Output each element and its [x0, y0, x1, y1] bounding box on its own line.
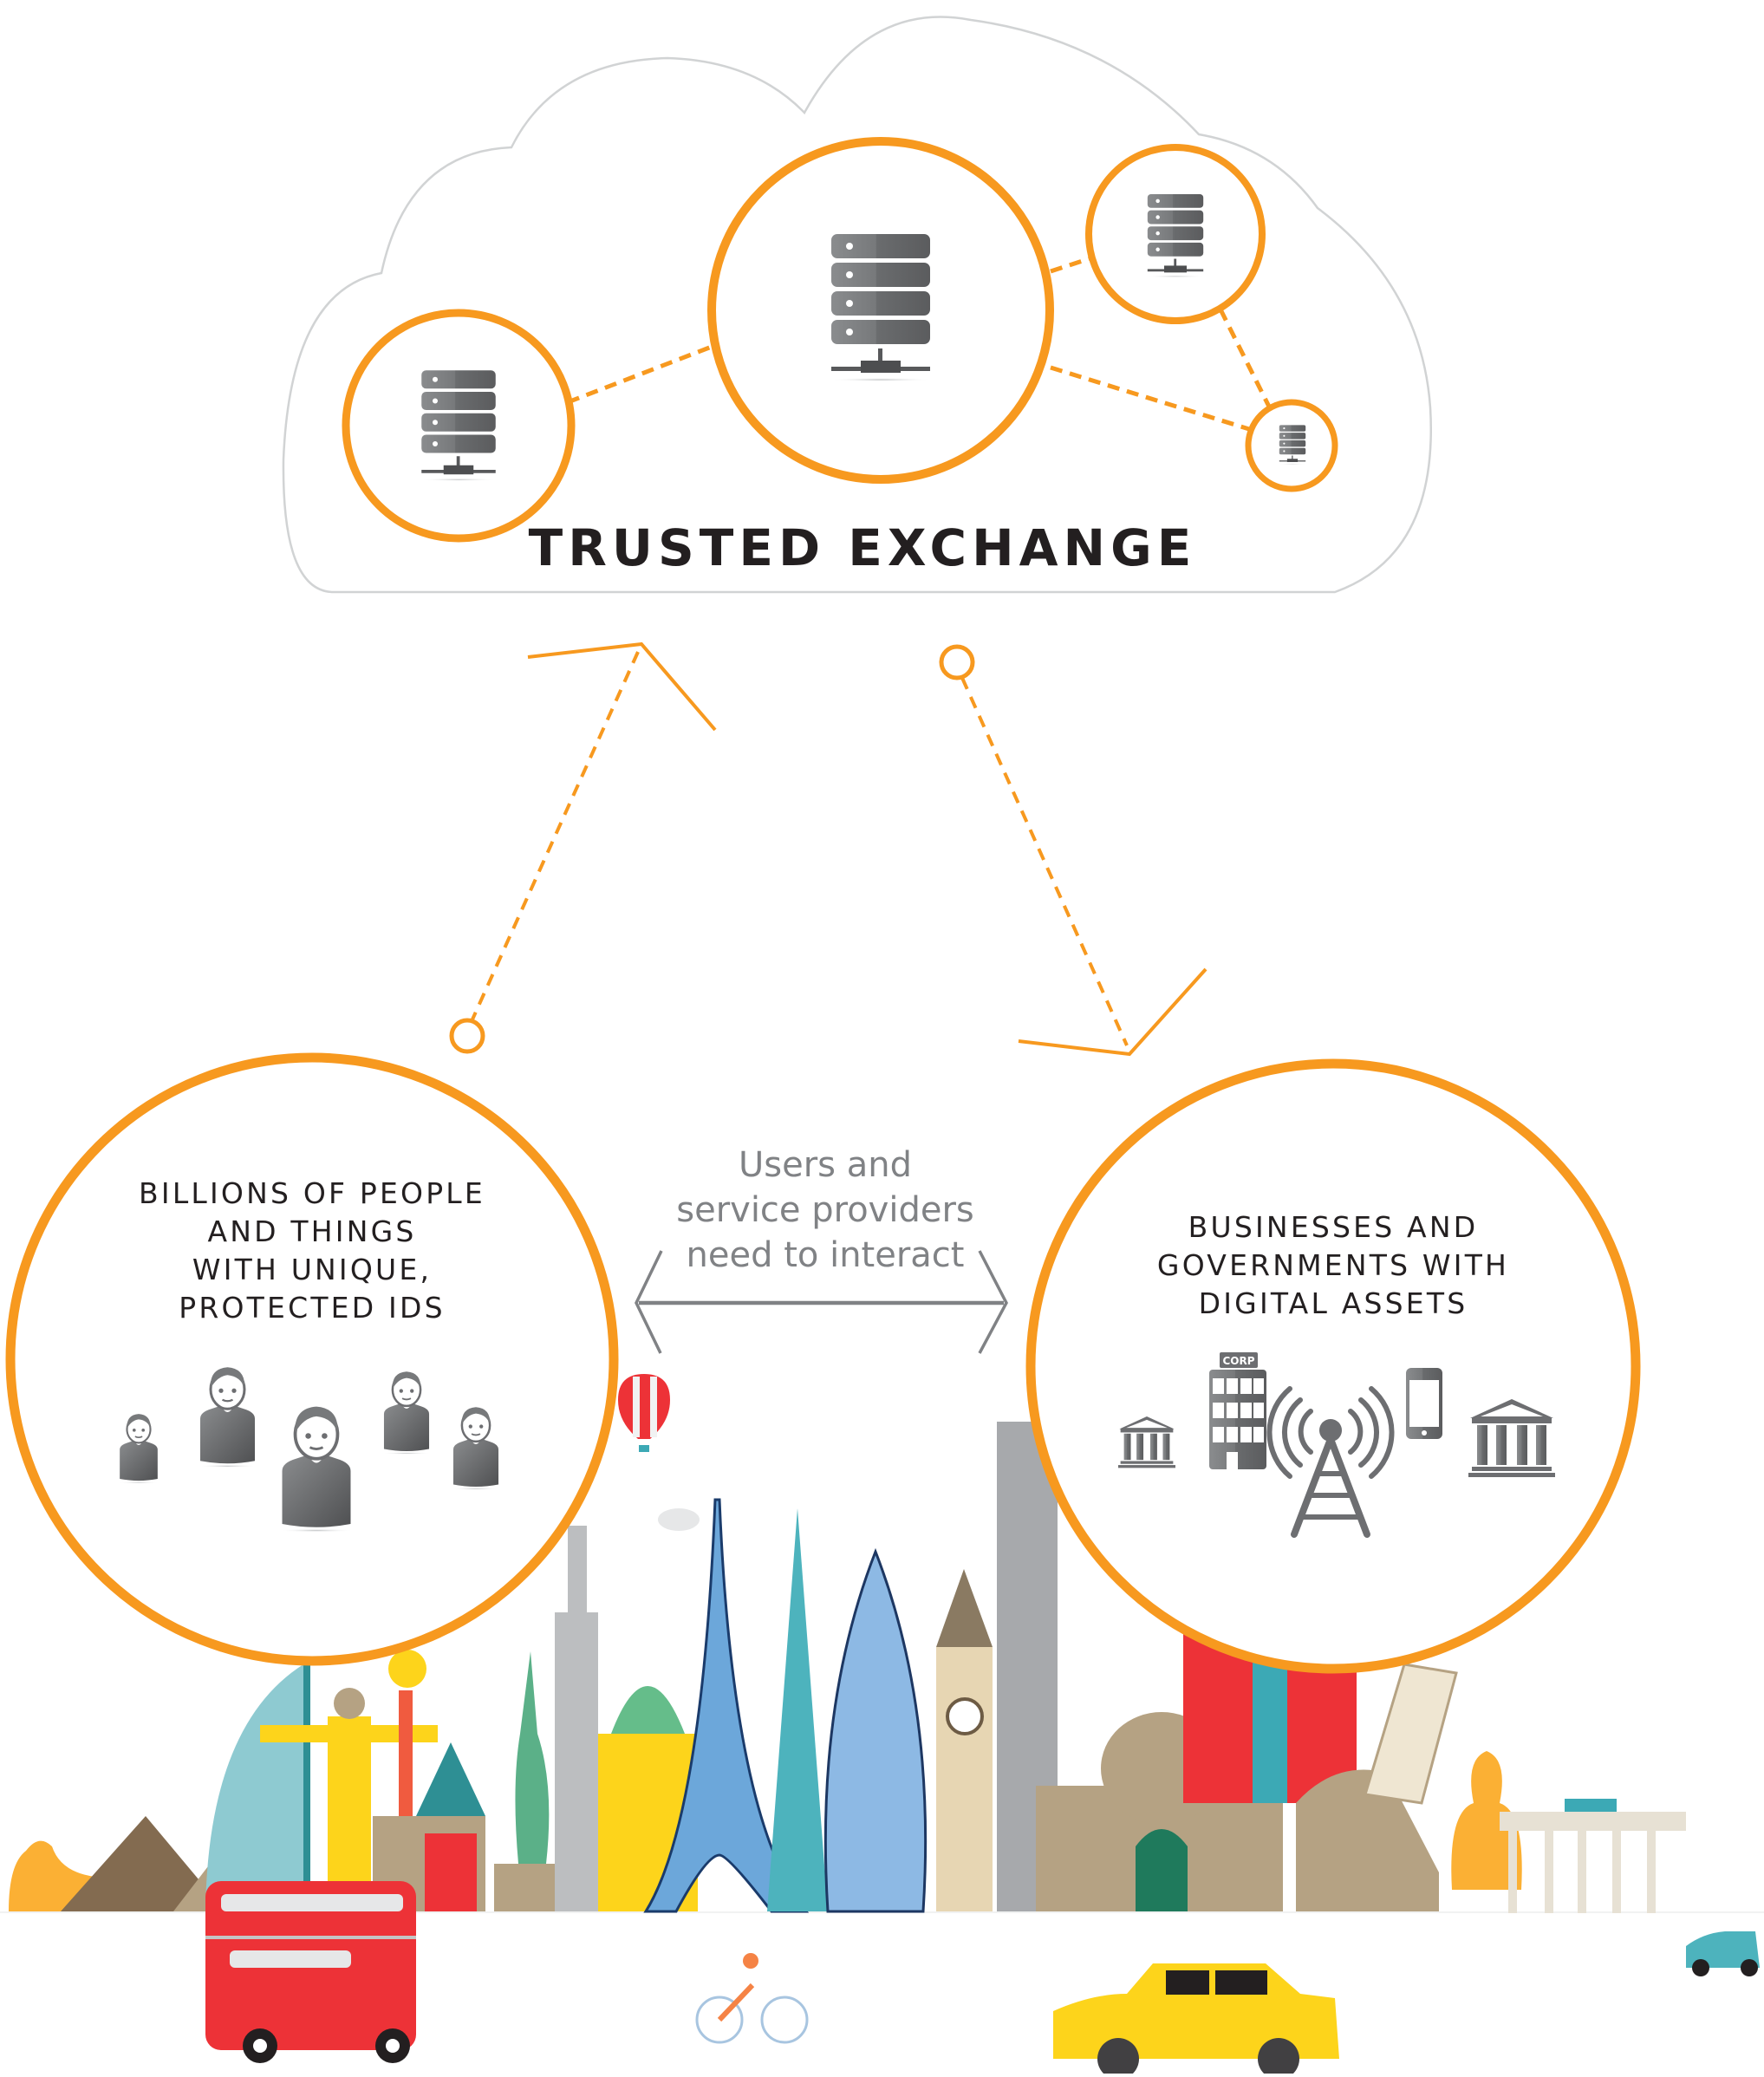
- blue-car: [1686, 1931, 1760, 1976]
- interaction-text: Users and service providers need to inte…: [676, 1143, 974, 1278]
- double-arrow-left-head: [635, 1250, 663, 1354]
- down-arrow-head: [1018, 967, 1207, 1057]
- connector-center-topright: [1050, 256, 1091, 274]
- left-panel-line: PROTECTED IDS: [179, 1291, 446, 1325]
- corporate-building-icon: CORP: [1209, 1352, 1266, 1469]
- cyclist: [695, 1953, 809, 2044]
- cloud-connectors: [567, 256, 1273, 432]
- down-arrow-origin-dot: [939, 644, 975, 680]
- left-panel-circle[interactable]: [5, 1052, 619, 1666]
- right-panel-line: BUSINESSES AND: [1188, 1210, 1479, 1244]
- right-panel-line: GOVERNMENTS WITH: [1156, 1248, 1510, 1282]
- smartphone-icon: [1406, 1368, 1442, 1439]
- up-arrow-head: [527, 641, 717, 732]
- double-arrow-right-head: [978, 1250, 1008, 1354]
- cloud-title: TRUSTED EXCHANGE: [528, 518, 1197, 577]
- up-arrow-origin-dot: [449, 1018, 485, 1054]
- red-double-decker-bus: [205, 1881, 416, 2063]
- buddha: [1451, 1751, 1522, 1890]
- christ-the-redeemer: [328, 1716, 371, 1907]
- city-skyline: [0, 1374, 1764, 2077]
- interaction-double-arrow: [635, 1250, 1008, 1354]
- right-panel-text: BUSINESSES AND GOVERNMENTS WITH DIGITAL …: [1157, 1208, 1509, 1323]
- connector-center-small: [1050, 365, 1250, 432]
- eiffel-tower: [643, 1498, 810, 1913]
- interaction-line: need to interact: [686, 1235, 965, 1275]
- connector-left-center: [567, 342, 717, 405]
- right-panel-line: DIGITAL ASSETS: [1198, 1286, 1468, 1320]
- burj-al-arab: [205, 1664, 303, 1911]
- left-panel-line: AND THINGS: [207, 1214, 417, 1248]
- antenna-tower-icon: [1266, 1386, 1395, 1538]
- up-arrow-dashed-shaft: [471, 651, 640, 1020]
- big-ben: [936, 1647, 993, 1911]
- interaction-line: Users and: [739, 1145, 912, 1185]
- gherkin: [823, 1547, 928, 1913]
- leaning-tower-of-pisa: [1364, 1663, 1458, 1805]
- small-cloud: [658, 1508, 700, 1531]
- pyramids: [61, 1816, 225, 1911]
- yellow-taxi: [1053, 1963, 1339, 2077]
- interaction-line: service providers: [676, 1190, 974, 1230]
- left-panel-line: BILLIONS OF PEOPLE: [139, 1176, 485, 1210]
- left-panel-text: BILLIONS OF PEOPLE AND THINGS WITH UNIQU…: [139, 1175, 485, 1327]
- shard: [767, 1508, 828, 1911]
- corp-sign: CORP: [1222, 1355, 1254, 1367]
- brandenburg-gate: [1500, 1799, 1686, 1913]
- down-arrow-dashed-shaft: [960, 677, 1129, 1046]
- down-arrow: [939, 644, 1207, 1057]
- up-arrow: [449, 641, 717, 1054]
- left-panel-line: WITH UNIQUE,: [192, 1253, 433, 1286]
- colosseum: [1296, 1769, 1439, 1911]
- empire-state-building: [555, 1612, 598, 1911]
- right-panel-circle[interactable]: [1025, 1058, 1641, 1674]
- hot-air-balloon: [618, 1374, 670, 1452]
- statue-of-liberty: [515, 1651, 550, 1864]
